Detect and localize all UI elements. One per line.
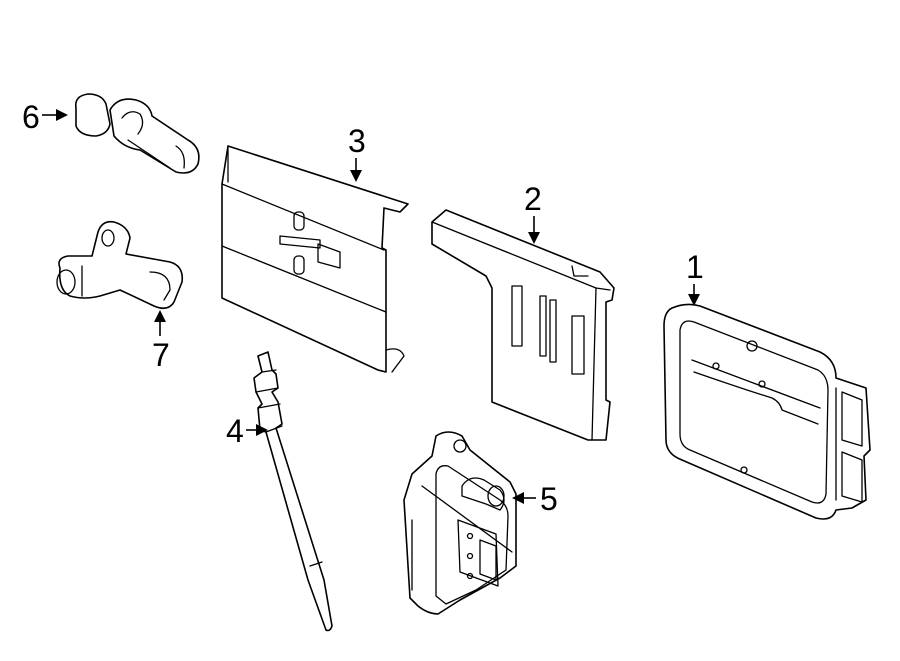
callout-3: 3 (348, 123, 366, 182)
callout-5-label: 5 (540, 481, 558, 517)
part-7-sensor (56, 220, 184, 310)
callout-7-label: 7 (152, 337, 170, 373)
callout-1: 1 (686, 249, 704, 306)
callout-5: 5 (512, 481, 558, 517)
part-1-module (663, 303, 871, 520)
callout-6: 6 (22, 99, 68, 135)
callout-6-label: 6 (22, 99, 40, 135)
callout-4: 4 (226, 413, 268, 449)
callout-4-label: 4 (226, 413, 244, 449)
callout-2: 2 (524, 181, 542, 244)
part-6-connector (74, 93, 200, 174)
part-5-control-module (403, 431, 517, 615)
callout-2-label: 2 (524, 181, 542, 217)
callout-3-label: 3 (348, 123, 366, 159)
callout-1-label: 1 (686, 249, 704, 285)
part-3-bracket (221, 145, 409, 373)
callout-7: 7 (152, 310, 170, 373)
part-4-glow-plug (253, 351, 333, 632)
part-2-cover (431, 209, 615, 441)
